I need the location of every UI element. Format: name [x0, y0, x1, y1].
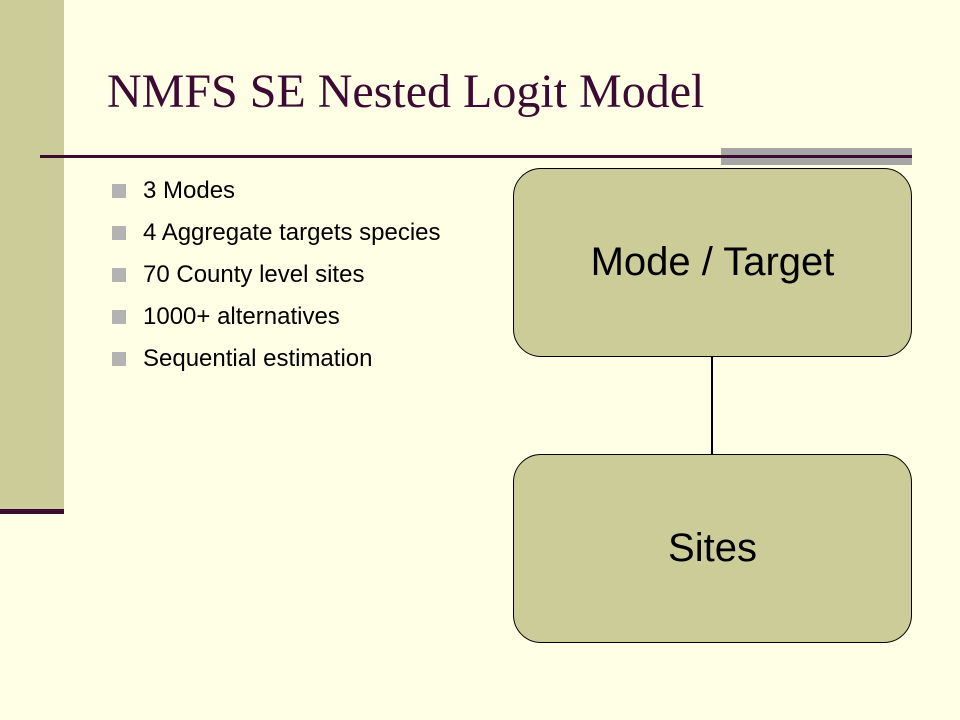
square-bullet-icon [112, 268, 126, 282]
square-bullet-icon [112, 310, 126, 324]
square-bullet-icon [112, 184, 126, 198]
square-bullet-icon [112, 226, 126, 240]
bullet-item: 3 Modes [112, 176, 452, 206]
bullet-text: 4 Aggregate targets species [143, 219, 441, 246]
bullet-item: 70 County level sites [112, 260, 452, 290]
bullet-item: 4 Aggregate targets species [112, 218, 452, 248]
bullet-list: 3 Modes 4 Aggregate targets species 70 C… [112, 176, 452, 386]
title-divider [40, 155, 912, 158]
bullet-text: 70 County level sites [143, 261, 365, 288]
bullet-text: 1000+ alternatives [143, 303, 340, 330]
square-bullet-icon [112, 352, 126, 366]
diagram-node-label: Mode / Target [590, 240, 835, 284]
diagram-node-sites: Sites [513, 454, 912, 643]
slide-title: NMFS SE Nested Logit Model [107, 65, 705, 118]
diagram-node-label: Sites [668, 526, 757, 570]
left-accent-bar-cap [0, 509, 64, 514]
bullet-item: Sequential estimation [112, 344, 452, 374]
bullet-text: Sequential estimation [143, 345, 373, 372]
left-accent-bar [0, 0, 64, 510]
divider-accent-upper [721, 148, 912, 155]
diagram-node-mode-target: Mode / Target [513, 168, 912, 357]
bullet-text: 3 Modes [143, 177, 236, 204]
bullet-item: 1000+ alternatives [112, 302, 452, 332]
divider-accent-lower [721, 158, 912, 165]
diagram-connector-line [711, 357, 713, 454]
